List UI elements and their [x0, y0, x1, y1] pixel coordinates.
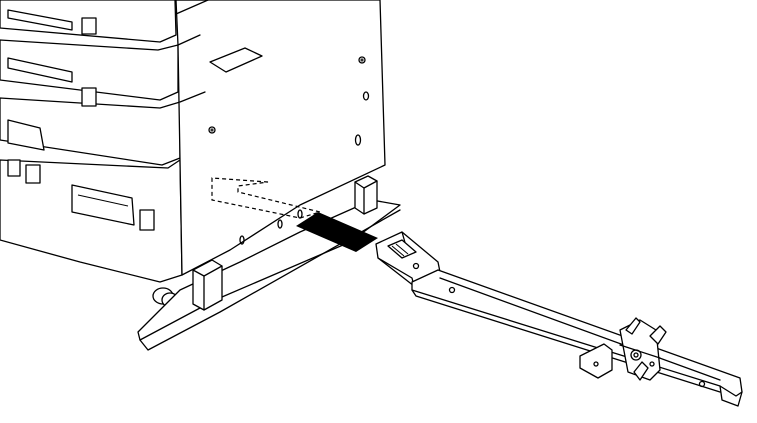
top-ledge: [209, 47, 263, 73]
mount-hole: [277, 219, 283, 229]
screw-hole: [208, 126, 216, 134]
cassette-4-latch: [139, 209, 155, 231]
cassette-2-latch: [81, 87, 97, 107]
rail-lever-1: [625, 317, 641, 335]
insertion-arrow: [211, 177, 323, 219]
rail-lever-2: [649, 325, 667, 345]
extension-rail: [375, 231, 743, 407]
rail-lever-3: [633, 361, 649, 381]
cassette-3-latch-b: [25, 164, 41, 184]
rail-slider-base: [579, 343, 613, 379]
cassette-4-handle: [71, 184, 135, 226]
cassette-2-handle: [7, 57, 73, 83]
foot-rear-upright: [354, 175, 378, 215]
paper-cassette-4: [0, 159, 183, 283]
screw-hole: [358, 56, 366, 64]
mount-hole: [297, 209, 303, 219]
cassette-3-handle: [7, 119, 45, 151]
hook-slot: [362, 91, 370, 101]
printer-body: [0, 0, 386, 283]
rail-arm: [411, 269, 743, 397]
foot-front-upright: [192, 259, 223, 311]
cassette-3-latch-a: [7, 159, 21, 177]
cassette-1-handle: [7, 9, 73, 31]
paper-cassette-2: [0, 39, 179, 101]
hook-slot: [354, 134, 362, 146]
mount-hole: [239, 235, 245, 245]
cassette-1-latch: [81, 17, 97, 35]
insertion-marker: [296, 212, 378, 252]
